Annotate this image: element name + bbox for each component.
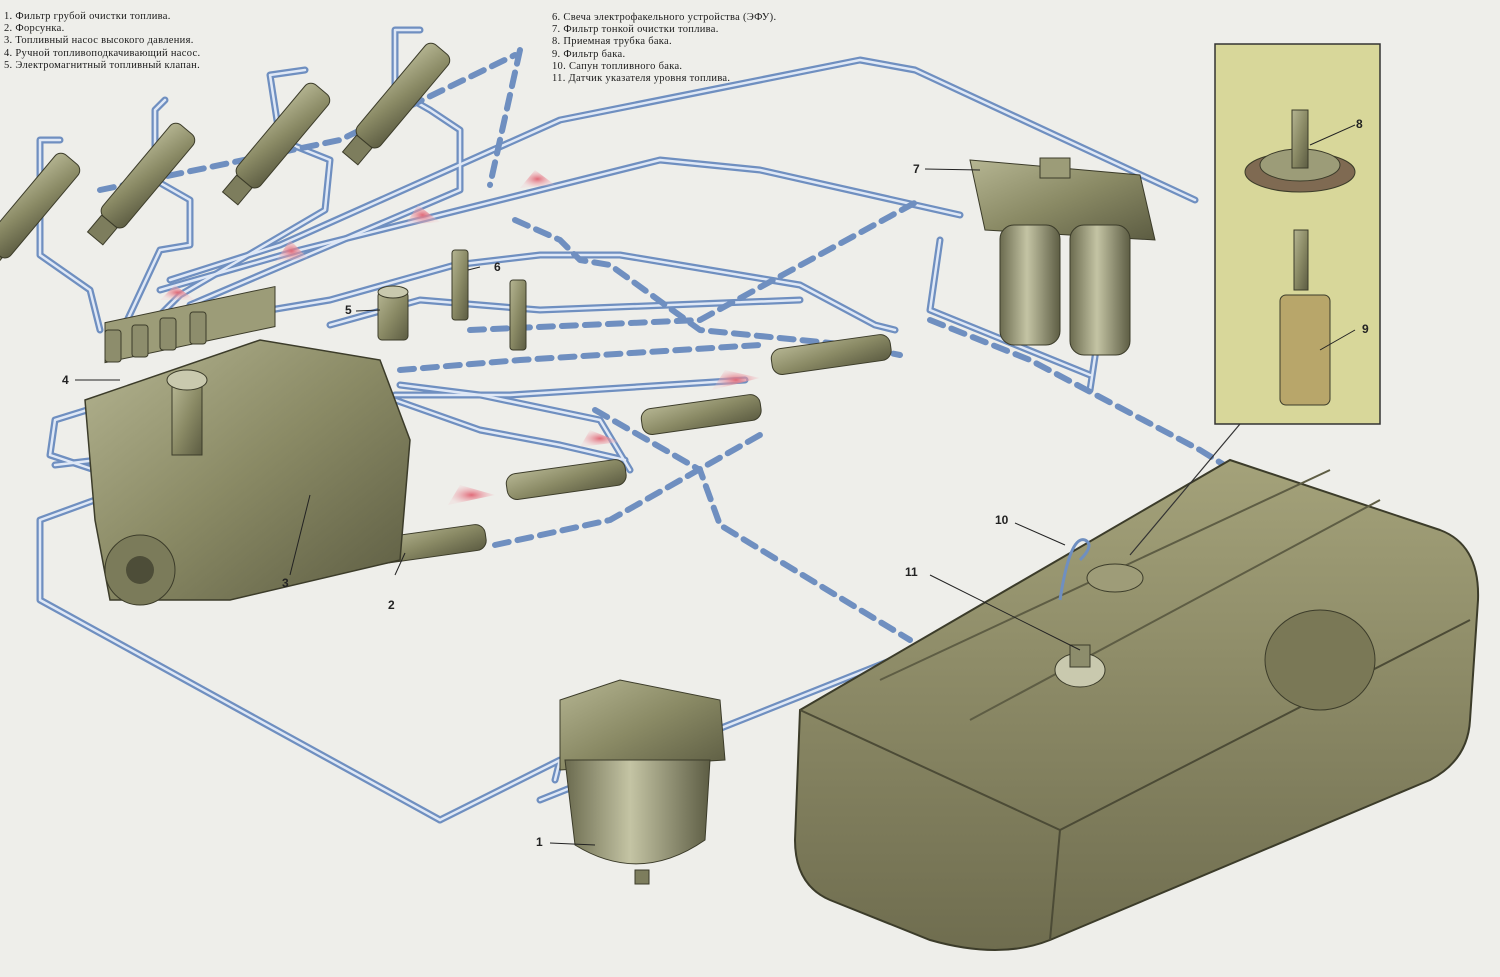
legend-item: 2. Форсунка. [4,23,65,35]
callout-9: 9 [1362,322,1369,336]
legend-left: 1. Фильтр грубой очистки топлива. 2. Фор… [4,11,200,72]
fuel-tank [793,458,1480,951]
callout-4: 4 [62,373,69,387]
legend-item: 11. Датчик указателя уровня топлива. [552,73,731,85]
top-injectors [0,42,451,276]
legend-item: 9. Фильтр бака. [552,48,626,60]
callout-8: 8 [1356,117,1363,131]
callout-5: 5 [345,303,352,317]
callout-leaders [75,124,1356,846]
high-pressure-pump [84,285,411,606]
coarse-fuel-filter [559,679,726,885]
callout-7: 7 [913,162,920,176]
legend-item: 5. Электромагнитный топливный клапан. [4,59,200,71]
legend-item: 1. Фильтр грубой очистки топлива. [4,11,171,22]
callout-2: 2 [388,598,395,612]
solenoid-valve [377,285,409,341]
legend-item: 3. Топливный насос высокого давления. [4,35,194,47]
callout-6: 6 [494,260,501,274]
efu-glow-plugs [451,249,527,351]
callout-1: 1 [536,835,543,849]
legend-item: 10. Сапун топливного бака. [552,60,683,72]
tank-pickup-inset [1129,43,1381,556]
legend-item: 6. Свеча электрофакельного устройства (Э… [552,12,777,23]
legend-item: 7. Фильтр тонкой очистки топлива. [552,24,719,36]
fine-fuel-filter [969,157,1156,356]
callout-11: 11 [905,565,918,579]
legend-right: 6. Свеча электрофакельного устройства (Э… [552,12,776,85]
callout-3: 3 [282,576,289,590]
legend-item: 4. Ручной топливоподкачивающий насос. [4,47,201,59]
callout-10: 10 [995,513,1009,527]
right-injectors [365,334,892,565]
hand-primer-pump [166,369,208,456]
legend-item: 8. Приемная трубка бака. [552,36,672,48]
